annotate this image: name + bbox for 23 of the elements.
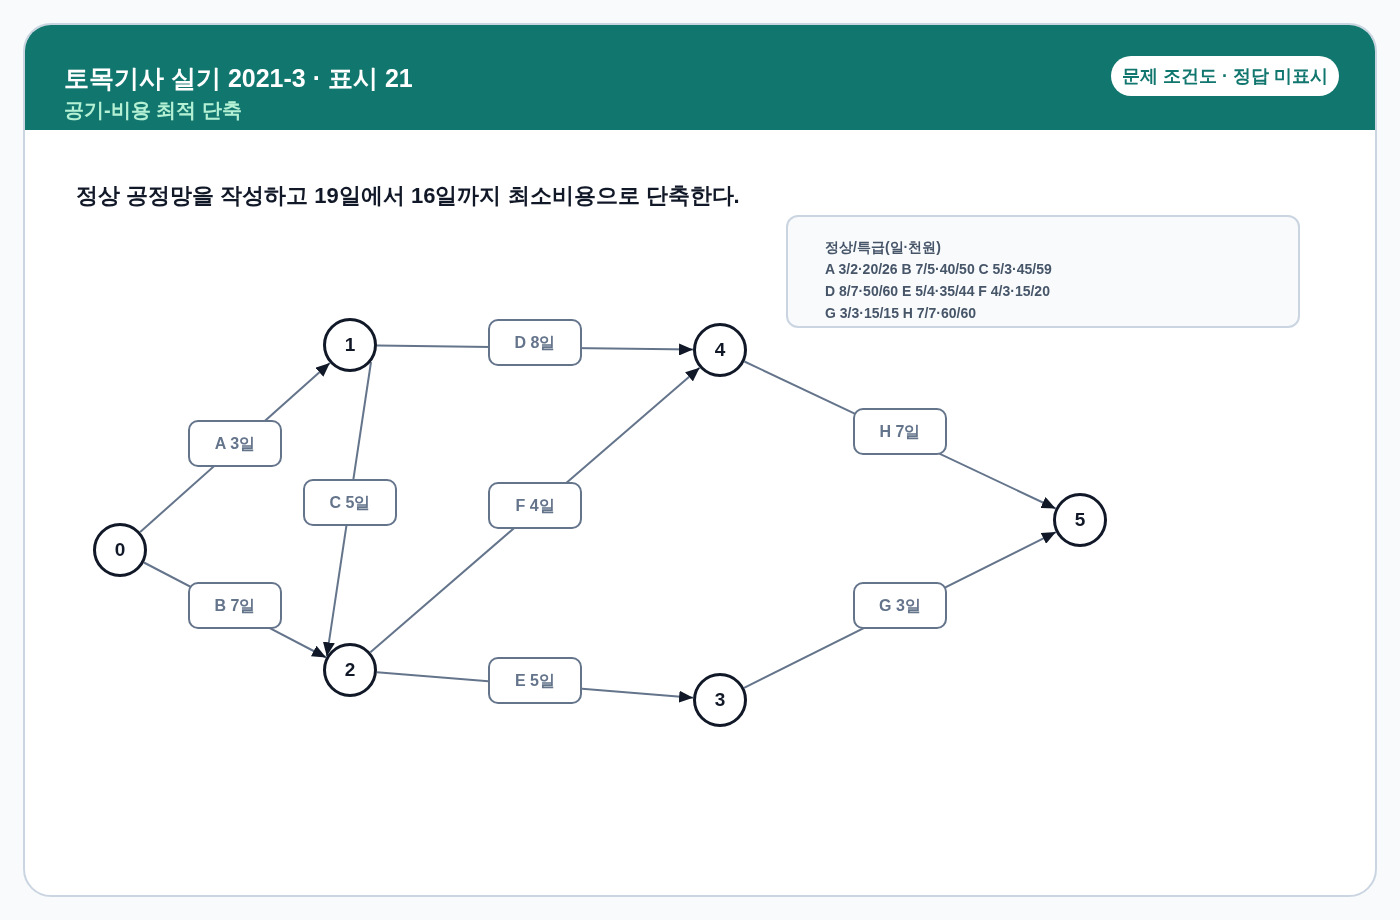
edge-label: A 3일	[188, 419, 282, 467]
cost-data-line: D 8/7·50/60 E 5/4·35/44 F 4/3·15/20	[825, 282, 1051, 301]
event-circle: 2	[323, 643, 377, 697]
edge-label: F 4일	[488, 481, 582, 529]
event-circle: 0	[93, 523, 147, 577]
info-panel	[786, 215, 1300, 328]
event-circle: 3	[693, 673, 747, 727]
question-text: 정상 공정망을 작성하고 19일에서 16일까지 최소비용으로 단축한다.	[76, 182, 740, 210]
cost-data-line: A 3/2·20/26 B 7/5·40/50 C 5/3·45/59	[825, 260, 1053, 279]
cost-data-line: G 3/3·15/15 H 7/7·60/60	[825, 304, 977, 323]
event-circle: 1	[323, 318, 377, 372]
edge-label: G 3일	[853, 581, 947, 629]
edge-label: B 7일	[188, 581, 282, 629]
edge-label: C 5일	[303, 478, 397, 526]
event-circle: 4	[693, 323, 747, 377]
edge-label: D 8일	[488, 318, 582, 366]
panel-heading: 정상/특급(일·천원)	[825, 238, 942, 257]
edge-label: E 5일	[488, 656, 582, 704]
subtitle: 공기-비용 최적 단축	[64, 98, 242, 123]
event-circle: 5	[1053, 493, 1107, 547]
edge-label: H 7일	[853, 407, 947, 455]
title: 토목기사 실기 2021-3 · 표시 21	[64, 63, 413, 94]
status-badge: 문제 조건도 · 정답 미표시	[1111, 56, 1339, 96]
